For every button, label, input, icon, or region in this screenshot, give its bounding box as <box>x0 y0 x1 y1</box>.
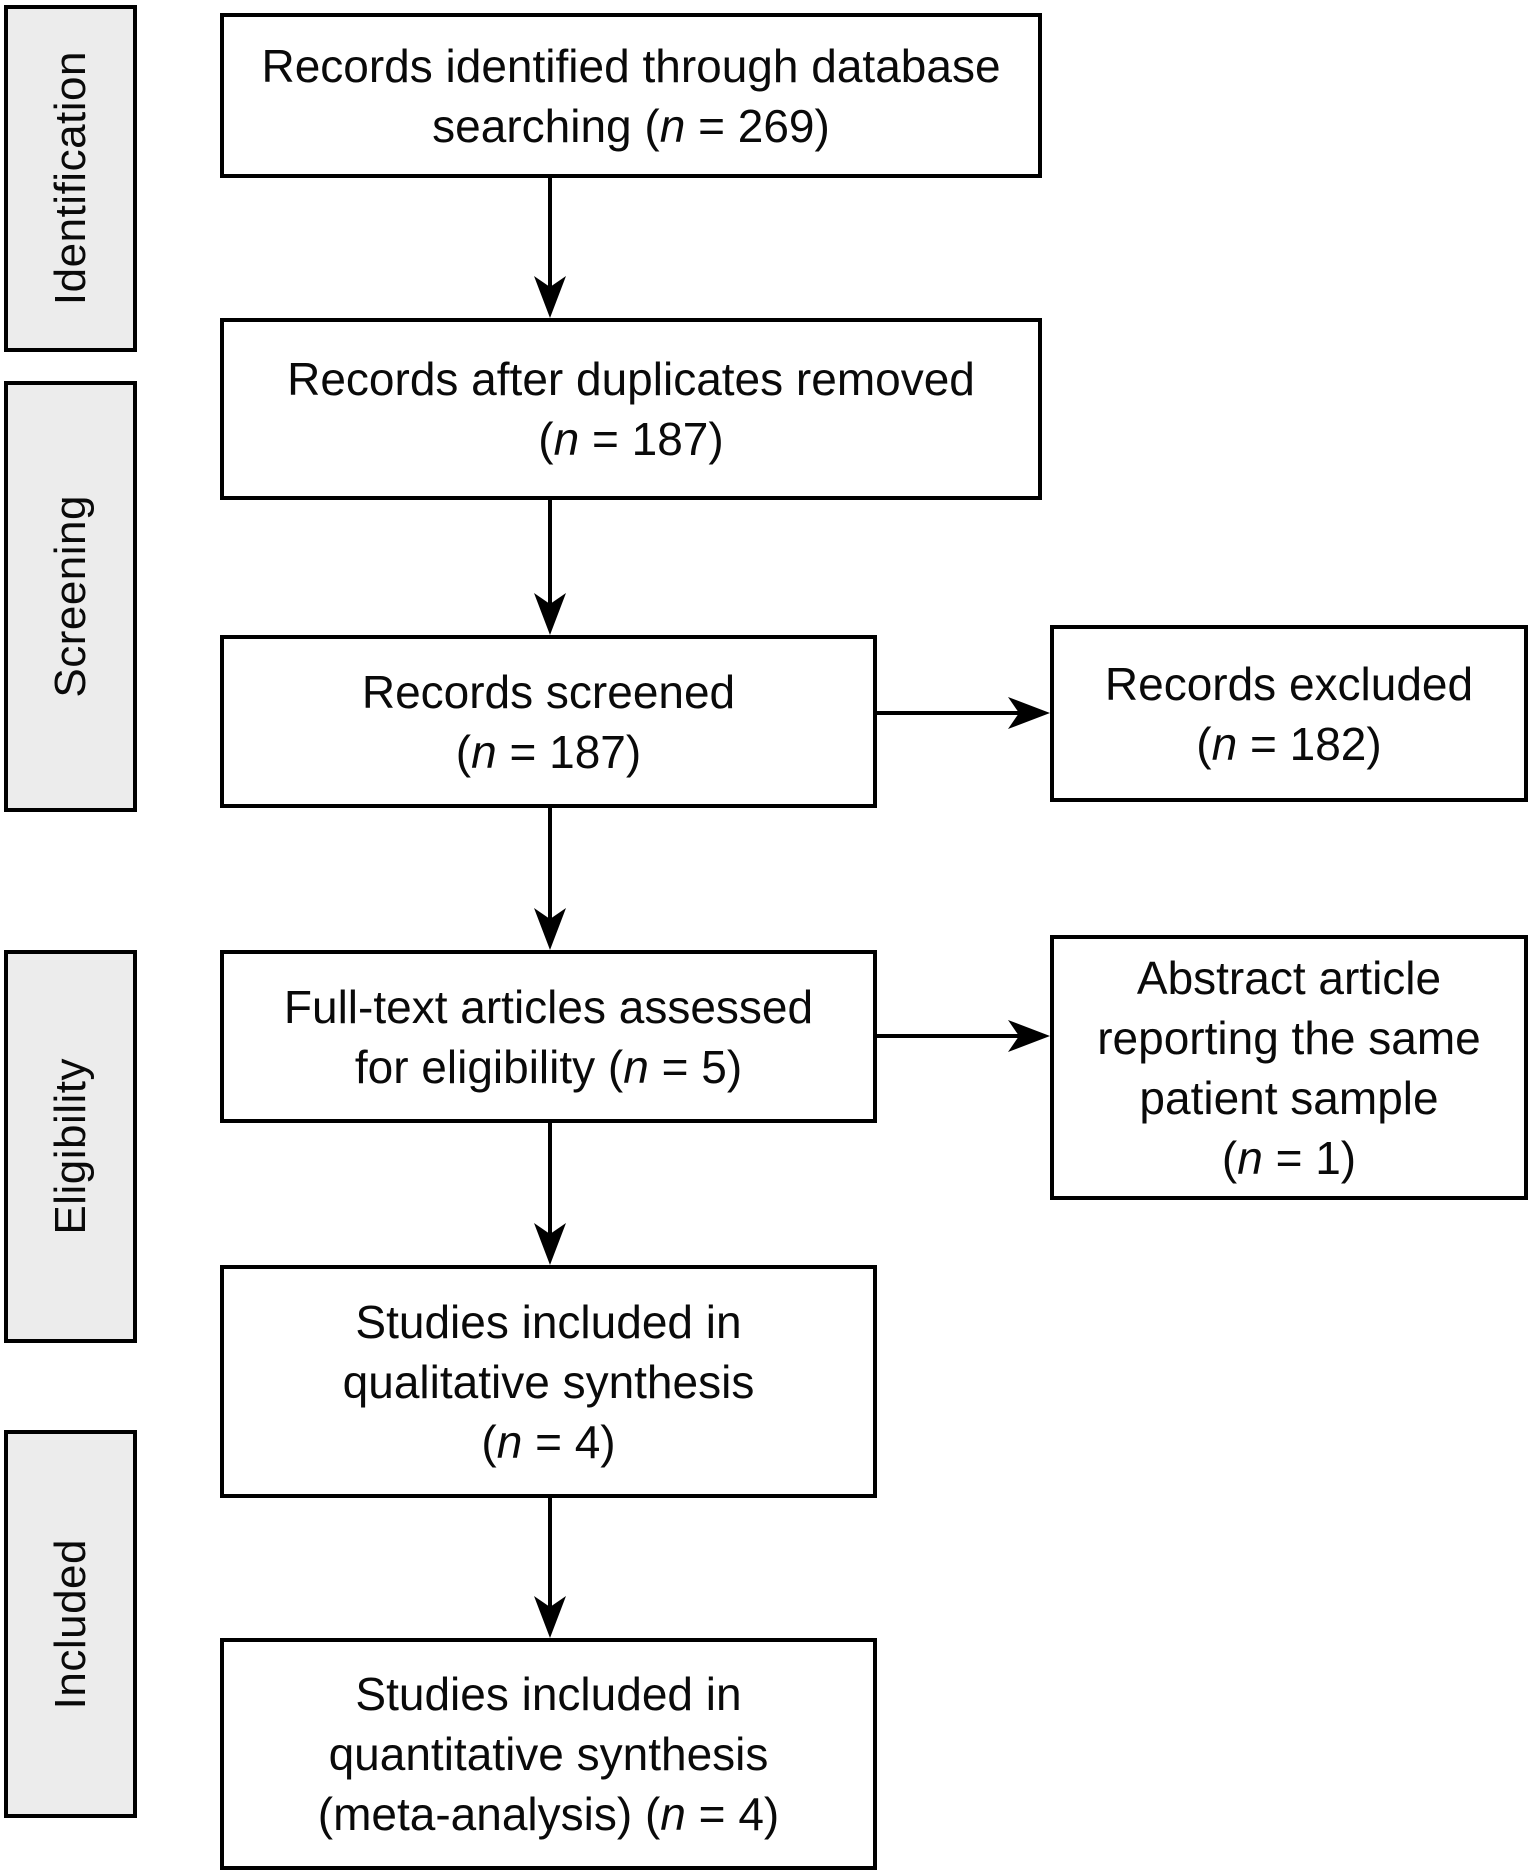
text-line: Records identified through database <box>261 39 1001 92</box>
box-text: Studies included in qualitative synthesis… <box>224 1292 873 1472</box>
text-line: qualitative synthesis <box>342 1355 755 1408</box>
text-line: Full-text articles assessed <box>283 980 814 1033</box>
text-line: quantitative synthesis <box>328 1728 769 1780</box>
text-line: (n = 1) <box>1221 1131 1357 1184</box>
text-line: patient sample <box>1139 1071 1439 1124</box>
text-line: searching (n = 269) <box>432 99 830 152</box>
stage-label-text: Eligibility <box>45 1058 95 1235</box>
box-text: Records identified through database searc… <box>224 36 1038 156</box>
box-text: Records excluded (n = 182) <box>1054 654 1524 774</box>
box-text: Abstract article reporting the same patien… <box>1054 948 1524 1188</box>
box-text: Records after duplicates removed (n = 187… <box>224 349 1038 469</box>
stage-label-identification: Identification <box>4 5 137 352</box>
arrow-duplicates-to-screened <box>534 500 566 635</box>
arrow-identified-to-duplicates <box>534 176 566 318</box>
box-qualitative-synthesis: Studies included in qualitative synthesis… <box>220 1265 877 1498</box>
stage-label-included: Included <box>4 1430 137 1818</box>
text-line: Records excluded <box>1104 657 1474 710</box>
arrow-screened-to-excluded <box>877 697 1050 729</box>
stage-label-text: Screening <box>45 495 95 698</box>
stage-label-screening: Screening <box>4 381 137 812</box>
text-line: Studies included in <box>355 1295 742 1348</box>
stage-label-text: Included <box>45 1538 95 1710</box>
box-records-identified: Records identified through database searc… <box>220 13 1042 178</box>
box-text: Full-text articles assessed for eligibili… <box>224 977 873 1097</box>
box-records-screened: Records screened (n = 187) <box>220 635 877 808</box>
arrow-fulltext-to-abstract <box>877 1020 1050 1052</box>
text-line: (n = 187) <box>538 413 724 465</box>
arrow-fulltext-to-qualitative <box>534 1123 566 1265</box>
text-line: Studies included in <box>355 1668 742 1720</box>
box-quantitative-synthesis: Studies included in quantitative synthesi… <box>220 1638 877 1870</box>
box-duplicates-removed: Records after duplicates removed (n = 187… <box>220 318 1042 500</box>
arrow-qualitative-to-quantitative <box>534 1498 566 1638</box>
box-fulltext-assessed: Full-text articles assessed for eligibili… <box>220 950 877 1123</box>
box-abstract-article-excluded: Abstract article reporting the same patien… <box>1050 935 1528 1200</box>
arrow-screened-to-fulltext <box>534 808 566 950</box>
text-line: Abstract article <box>1136 951 1442 1004</box>
box-text: Studies included in quantitative synthesi… <box>224 1664 873 1844</box>
text-line: for eligibility (n = 5) <box>354 1040 743 1093</box>
text-line: (n = 4) <box>481 1415 616 1468</box>
stage-label-eligibility: Eligibility <box>4 950 137 1343</box>
text-line: (n = 182) <box>1196 717 1382 770</box>
box-text: Records screened (n = 187) <box>224 662 873 782</box>
stage-label-text: Identification <box>45 51 95 306</box>
text-line: Records after duplicates removed <box>287 353 975 405</box>
text-line: (n = 187) <box>455 725 642 778</box>
text-line: (meta-analysis) (n = 4) <box>317 1788 780 1840</box>
text-line: Records screened <box>361 665 736 718</box>
text-line: reporting the same <box>1097 1011 1481 1064</box>
box-records-excluded: Records excluded (n = 182) <box>1050 625 1528 802</box>
